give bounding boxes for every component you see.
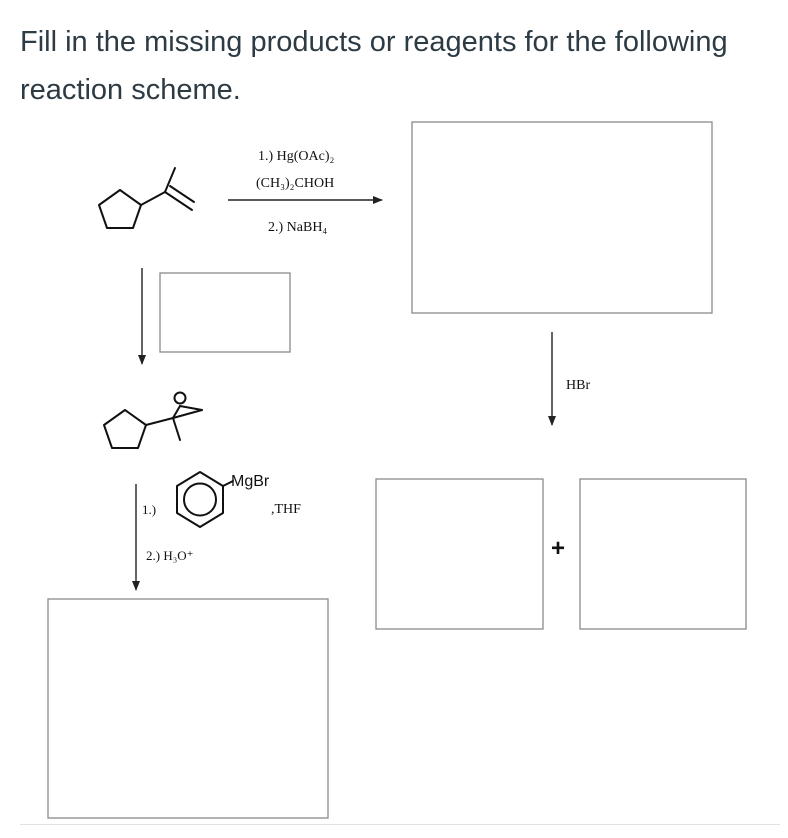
solvent-thf: ,THF (271, 502, 301, 517)
answer-box-epoxidation-reagent[interactable] (159, 272, 291, 353)
reagent-hg-oac: 1.) Hg(OAc)₂ (258, 149, 335, 164)
answer-box-grignard-product[interactable] (47, 598, 329, 819)
mgbr-label: MgBr (231, 473, 270, 490)
answer-box-hydration-product[interactable] (411, 121, 713, 314)
question-text: Fill in the missing products or reagents… (20, 26, 728, 106)
reagent-nabh4: 2.) NaBH₄ (268, 220, 327, 235)
answer-box-hbr-product-1[interactable] (375, 478, 544, 630)
grignard-step1-label: 1.) (142, 502, 156, 517)
plus-sign: + (551, 535, 565, 562)
divider (20, 824, 780, 825)
starting-alkene-structure (98, 167, 195, 229)
reagent-isopropanol: (CH₃)₂CHOH (256, 176, 334, 191)
epoxide-structure (103, 391, 203, 449)
reagent-hbr: HBr (566, 378, 590, 393)
grignard-step2-label: 2.) H₃O⁺ (146, 548, 194, 563)
answer-box-hbr-product-2[interactable] (579, 478, 747, 630)
phenylmagnesium-bromide-structure (176, 471, 234, 528)
